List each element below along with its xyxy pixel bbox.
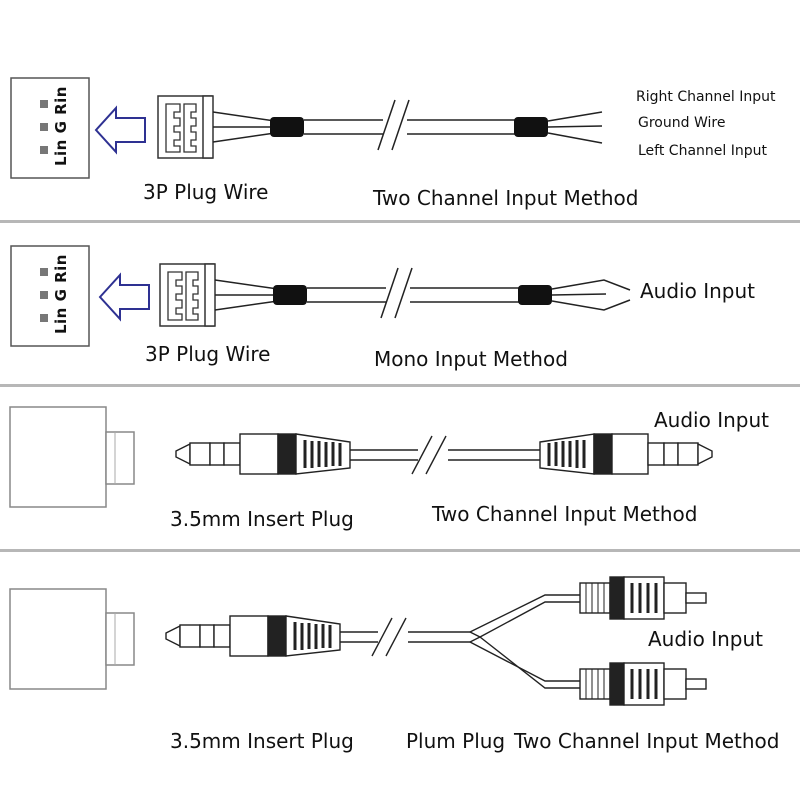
section-divider (0, 384, 800, 387)
section-divider (0, 549, 800, 552)
rca-plug-bottom (579, 662, 707, 706)
heat-shrink (270, 117, 304, 137)
rca-plug-top (579, 576, 707, 620)
audio-input-label: Audio Input (648, 627, 763, 651)
3-5mm-plug-left (175, 433, 351, 475)
section-divider (0, 220, 800, 223)
plug-label: 3P Plug Wire (145, 342, 271, 366)
wire-label-right: Right Channel Input (636, 89, 776, 105)
3p-plug-housing (157, 95, 214, 159)
3-5mm-plug (165, 615, 341, 657)
heat-shrink (273, 285, 307, 305)
arrow-left-icon (98, 272, 150, 322)
section2-drawing (10, 245, 631, 347)
wire-label-ground: Ground Wire (638, 115, 726, 131)
arrow-left-icon (94, 105, 146, 155)
device-jack (9, 588, 135, 690)
3-5mm-plug-right (539, 433, 713, 475)
method-label: Two Channel Input Method (432, 502, 698, 526)
plug-label: 3.5mm Insert Plug (170, 507, 354, 531)
pin-square (40, 314, 48, 322)
connector-box (10, 77, 90, 179)
pin-square (40, 291, 48, 299)
pin-labels: Lin G Rin (52, 86, 70, 167)
section1-drawing (10, 77, 603, 179)
section4-drawing (9, 576, 707, 706)
wire-label-left: Left Channel Input (638, 143, 767, 159)
pin-square (40, 123, 48, 131)
connector-box (10, 245, 90, 347)
audio-input-label: Audio Input (640, 279, 755, 303)
method-label: Two Channel Input Method (373, 186, 639, 210)
method-label: Mono Input Method (374, 347, 568, 371)
plum-plug-label: Plum Plug (406, 729, 506, 753)
plug-label: 3P Plug Wire (143, 180, 269, 204)
3p-plug-housing (159, 263, 216, 327)
heat-shrink (514, 117, 548, 137)
pin-square (40, 100, 48, 108)
section3-drawing (9, 406, 713, 508)
audio-input-label: Audio Input (654, 408, 769, 432)
pin-labels: Lin G Rin (52, 254, 70, 335)
method-label: Two Channel Input Method (514, 729, 780, 753)
pin-square (40, 146, 48, 154)
heat-shrink (518, 285, 552, 305)
device-jack (9, 406, 135, 508)
pin-square (40, 268, 48, 276)
plug-label: 3.5mm Insert Plug (170, 729, 354, 753)
